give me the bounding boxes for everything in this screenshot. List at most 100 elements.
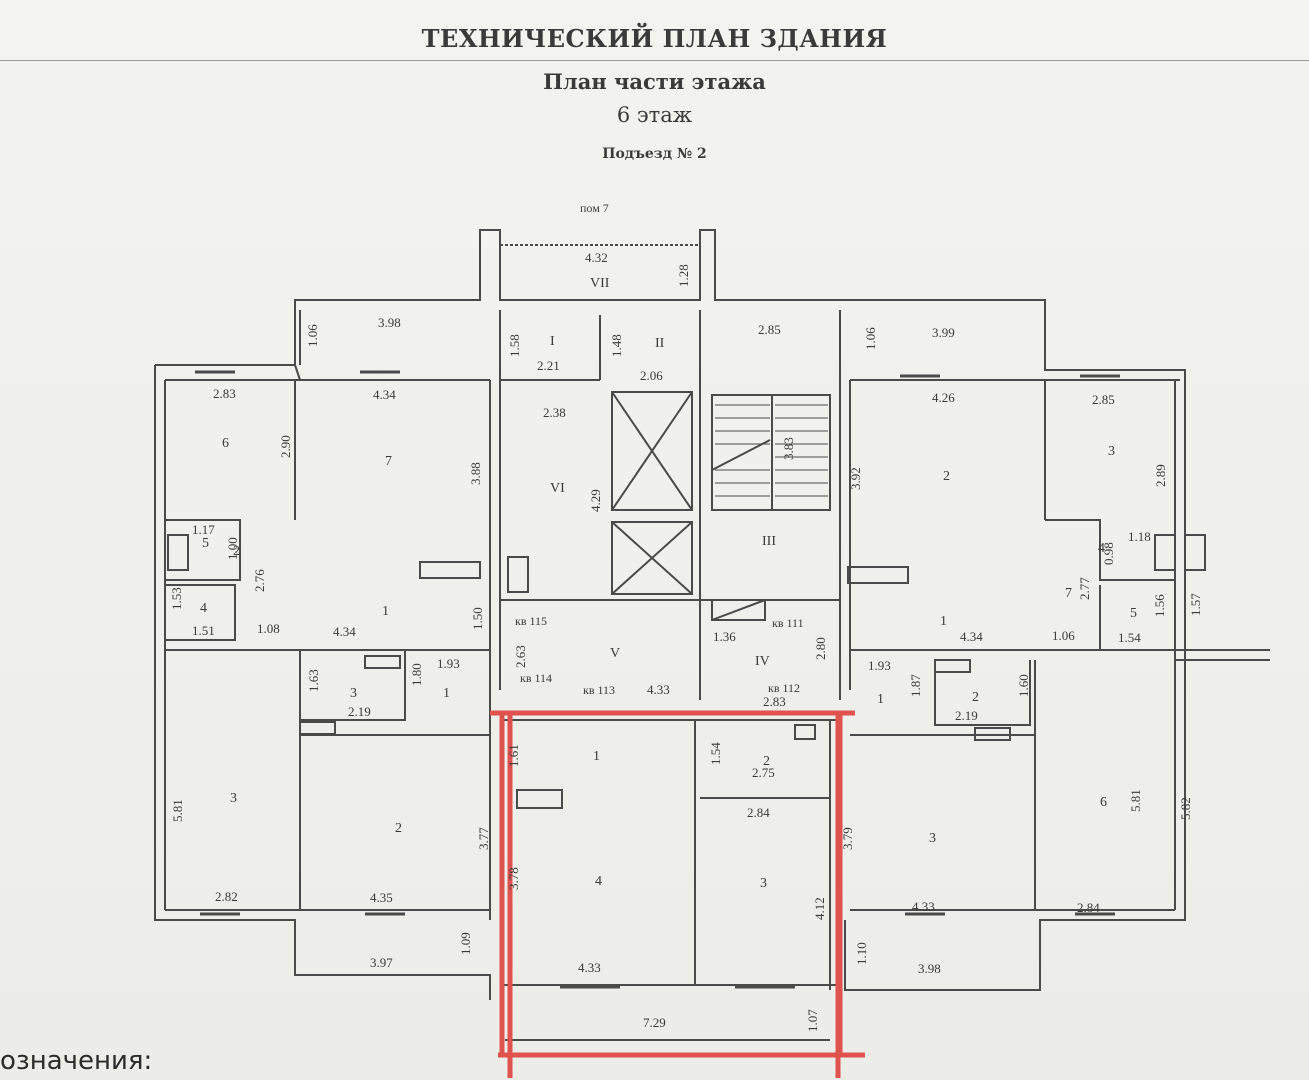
- dimension: 1.06: [863, 327, 878, 350]
- room-number: 3: [760, 876, 767, 891]
- wall: [711, 599, 766, 621]
- dimension: 1.54: [708, 742, 723, 765]
- bath-fixture: [1184, 534, 1206, 571]
- highlighted-apartment: [490, 710, 865, 1078]
- dimension: 4.33: [912, 899, 935, 914]
- room-number: 1: [443, 686, 450, 701]
- room-number: 5: [202, 536, 209, 551]
- dimension: 4.33: [578, 960, 601, 975]
- room-number: II: [655, 336, 665, 351]
- dimension: 2.84: [747, 805, 770, 820]
- dimension: 1.06: [1052, 628, 1075, 643]
- dimension: 2.84: [1077, 900, 1100, 915]
- dimension: 1.17: [192, 522, 215, 537]
- outer-wall-right: [845, 650, 1186, 991]
- dimension: 3.77: [476, 827, 491, 850]
- dimension: 2.85: [1092, 392, 1115, 407]
- dimension: 1.93: [437, 656, 460, 671]
- balcony: [294, 920, 490, 976]
- room-number: III: [762, 534, 776, 549]
- room-number: 2: [972, 690, 979, 705]
- dimension: 1.09: [458, 932, 473, 955]
- room-number: 4: [1098, 541, 1105, 556]
- wall: [934, 660, 1031, 726]
- radiator: [934, 659, 971, 673]
- dimension: 1.06: [305, 324, 320, 347]
- window-marks: [195, 370, 1120, 989]
- room-number: 2: [763, 754, 770, 769]
- dimension: 1.63: [306, 669, 321, 692]
- walls: [154, 229, 1270, 1041]
- dimension: 1.80: [409, 663, 424, 686]
- room-number: VII: [590, 276, 610, 291]
- room-number: 6: [222, 436, 229, 451]
- dimension: 2.06: [640, 368, 663, 383]
- stair-steps: [715, 404, 828, 497]
- dimension: 4.26: [932, 390, 955, 405]
- dimension: 2.19: [955, 708, 978, 723]
- room-number: 1: [877, 692, 884, 707]
- dimension: 1.10: [854, 942, 869, 965]
- room-number: I: [550, 334, 555, 349]
- apartment-number: кв 111: [772, 616, 804, 630]
- room-number: 2: [233, 544, 240, 559]
- radiator: [299, 721, 336, 735]
- outer-wall-top: [155, 229, 1186, 650]
- radiator: [974, 727, 1011, 741]
- entrance-label: Подъезд № 2: [602, 146, 707, 162]
- axis-mark: пом 7: [580, 201, 609, 215]
- room-number: VI: [550, 481, 565, 496]
- dimension: 4.32: [585, 250, 608, 265]
- dimension: 3.98: [378, 315, 401, 330]
- room-number: 1: [593, 749, 600, 764]
- room-labels: 6 7 5 2 4 1 3 1 3 2 I II III IV V VI VII…: [200, 276, 1137, 891]
- room-number: 1: [382, 604, 389, 619]
- dimension: 1.61: [506, 744, 521, 767]
- dimension: 3.78: [506, 867, 521, 890]
- bath-fixture: [1154, 534, 1176, 571]
- document-subtitle: План части этажа: [543, 69, 766, 94]
- dimension: 3.97: [370, 955, 393, 970]
- dimension: 2.83: [213, 386, 236, 401]
- dimension: 1.18: [1128, 529, 1151, 544]
- dimension: 1.51: [192, 623, 215, 638]
- wall: [165, 584, 236, 641]
- dimension: 3.99: [932, 325, 955, 340]
- room-number: 3: [230, 791, 237, 806]
- room-number: 1: [940, 614, 947, 629]
- dimension: 1.54: [1118, 630, 1141, 645]
- apartment-number: кв 112: [768, 681, 800, 695]
- dimension: 1.07: [805, 1009, 820, 1032]
- wall: [294, 364, 301, 381]
- dimension: 4.34: [333, 624, 356, 639]
- dimension: 2.77: [1077, 577, 1092, 600]
- vertical-dimension-labels: 1.28 1.06 1.58 1.48 1.06 2.90 3.88 4.29 …: [169, 264, 1203, 1032]
- dimension: 1.56: [1152, 594, 1167, 617]
- dimension: 2.75: [752, 765, 775, 780]
- dimension: 1.36: [713, 629, 736, 644]
- lift-cross: [611, 391, 693, 511]
- dimension: 7.29: [643, 1015, 666, 1030]
- radiator: [794, 724, 816, 740]
- dimension: 5.82: [1178, 797, 1193, 820]
- dimension: 2.90: [278, 435, 293, 458]
- legend-label: означения:: [0, 1046, 153, 1076]
- room-number: 3: [1108, 444, 1115, 459]
- room-number: 6: [1100, 795, 1107, 810]
- apartment-number: кв 115: [515, 614, 547, 628]
- dimension: 1.53: [169, 587, 184, 610]
- dimension: 4.35: [370, 890, 393, 905]
- room-number: 5: [1130, 606, 1137, 621]
- dimension: 1.58: [507, 334, 522, 357]
- radiator: [847, 566, 909, 584]
- bath-fixture: [167, 534, 189, 571]
- dimension: 2.21: [537, 358, 560, 373]
- dimension: 2.80: [813, 637, 828, 660]
- dimension: 1.93: [868, 658, 891, 673]
- room-number: 7: [385, 454, 392, 469]
- dimension: 3.79: [840, 827, 855, 850]
- dimension: 3.83: [781, 437, 796, 460]
- radiator: [516, 789, 563, 809]
